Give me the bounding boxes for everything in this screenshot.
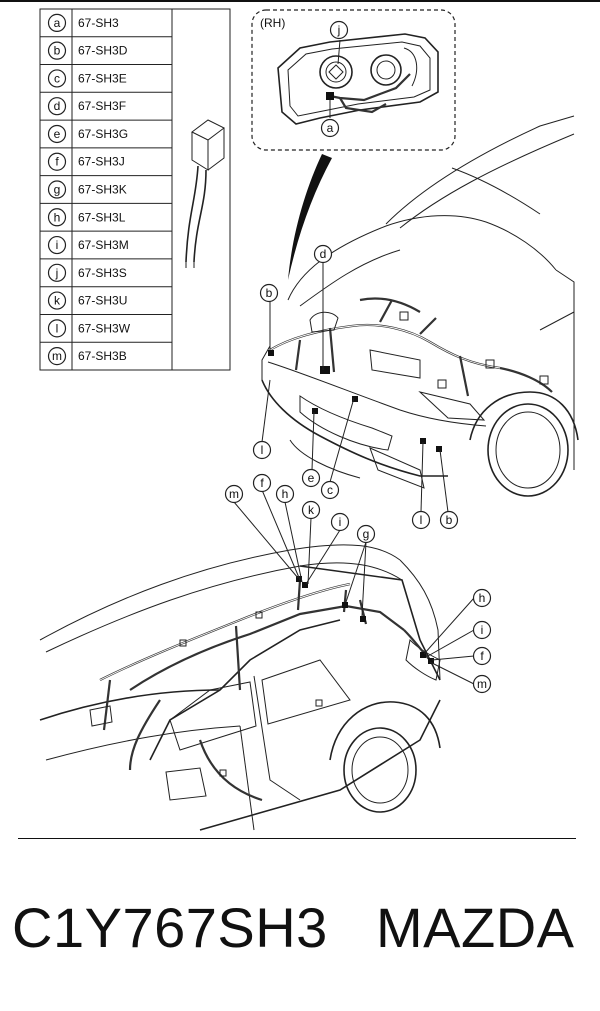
rear-callout-i: i [472,620,492,640]
rear-callout-f: f [252,473,272,493]
rear-callout-g: g [356,524,376,544]
front-vehicle-illustration: b d l ec l b [252,115,579,530]
rh-detail-inset: (RH) j a [251,9,456,151]
callout-letter: h [479,591,486,605]
callout-letter: d [320,247,327,261]
callout-letter: l [56,321,59,335]
footer-divider [18,838,576,839]
callout-letter: k [54,294,61,308]
callout-letter: g [363,527,370,541]
legend-code-b: 67-SH3D [78,44,128,58]
rear-callout-h: h [275,484,295,504]
footer-caption: C1Y767SH3 MAZDA [12,893,592,963]
brand-name: MAZDA [376,896,575,959]
legend-code-d: 67-SH3F [78,99,126,113]
wiring-harness-diagram: a 67-SH3 b 67-SH3D c 67-SH3E d 67-SH3F e 67-SH3G f… [0,0,600,831]
callout-letter: c [54,71,60,85]
legend-marker-d: d [47,97,67,116]
rear-callout-k: k [301,500,321,520]
callout-letter: k [308,503,315,517]
rh-label: (RH) [260,16,285,30]
front-callout-l: l [411,510,431,530]
callout-letter: f [260,476,264,490]
legend-marker-k: k [47,291,67,310]
callout-letter: f [480,649,484,663]
legend-marker-l: l [47,319,67,338]
legend-code-i: 67-SH3M [78,238,129,252]
callout-letter: b [54,44,61,58]
legend-marker-j: j [47,263,67,282]
legend-marker-g: g [47,180,67,199]
callout-letter: g [54,183,61,197]
legend-code-k: 67-SH3U [78,294,127,308]
callout-letter: h [282,487,289,501]
legend-marker-b: b [47,41,67,60]
connector-terminal-illustration [185,119,225,268]
rear-callout-h: h [472,588,492,608]
rear-callout-f: f [472,646,492,666]
callout-letter: m [477,677,487,691]
front-callout-c: c [320,480,340,500]
legend-code-a: 67-SH3 [78,16,119,30]
legend-marker-e: e [47,124,67,144]
legend-table: a 67-SH3 b 67-SH3D c 67-SH3E d 67-SH3F e 67-SH3G f… [39,8,231,371]
legend-code-l: 67-SH3W [78,321,131,335]
detail-callout-j: j [329,20,349,40]
legend-code-c: 67-SH3E [78,71,127,85]
callout-letter: a [54,16,61,30]
front-callout-b: b [439,510,459,530]
legend-code-f: 67-SH3J [78,155,125,169]
legend-marker-f: f [47,152,67,171]
callout-letter: a [327,121,334,135]
part-number: C1Y767SH3 [12,896,328,959]
legend-code-g: 67-SH3K [78,183,127,197]
legend-code-h: 67-SH3L [78,210,126,224]
front-callout-b: b [259,283,279,303]
callout-letter: h [54,210,61,224]
callout-letter: j [55,266,59,280]
callout-letter: i [339,515,342,529]
front-callout-l: l [252,440,272,460]
rear-callout-m: m [224,484,244,504]
callout-letter: b [266,286,273,300]
callout-letter: i [56,238,59,252]
callout-letter: j [337,23,341,37]
callout-letter: m [52,349,62,363]
legend-marker-m: m [47,347,67,366]
legend-code-j: 67-SH3S [78,266,127,280]
rear-callout-i: i [330,512,350,532]
legend-code-e: 67-SH3G [78,127,128,141]
legend-marker-i: i [47,235,67,255]
callout-letter: b [446,513,453,527]
callout-letter: i [481,623,484,637]
front-callout-d: d [313,244,333,264]
callout-letter: e [54,127,61,141]
callout-letter: c [327,483,333,497]
callout-letter: l [261,443,264,457]
callout-letter: d [54,99,61,113]
rear-callout-m: m [472,674,492,694]
legend-code-m: 67-SH3B [78,349,127,363]
legend-marker-a: a [47,13,67,32]
callout-letter: m [229,487,239,501]
legend-marker-c: c [47,69,67,88]
detail-callout-a: a [320,118,340,138]
legend-marker-h: h [47,208,67,227]
callout-letter: l [420,513,423,527]
callout-letter: e [308,471,315,485]
front-callout-e: e [301,468,321,488]
callout-letter: f [55,155,59,169]
